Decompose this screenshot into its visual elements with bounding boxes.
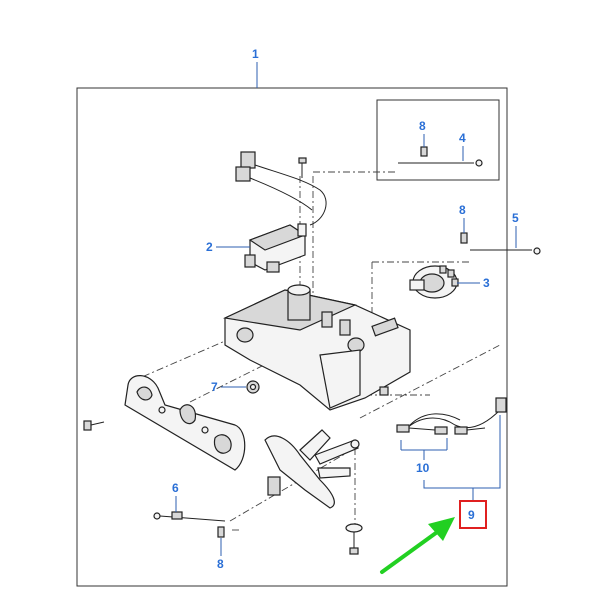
screw-left [83,420,105,431]
callout-3[interactable]: 3 [483,276,490,290]
highlight-box-9 [459,500,487,529]
bolt-7-illustration [246,380,260,394]
assembly-frame [76,87,508,587]
screw-bottom [345,523,363,555]
cable-4-illustration [398,146,483,167]
callout-1[interactable]: 1 [252,47,259,61]
callout-8-top[interactable]: 8 [419,119,426,133]
callout-9[interactable]: 9 [468,508,475,522]
callout-6[interactable]: 6 [172,481,179,495]
callout-8-bottom[interactable]: 8 [217,557,224,571]
switch-2-illustration [235,151,327,273]
screw-top [298,157,307,178]
rotary-switch-3-illustration [409,265,459,299]
callout-10[interactable]: 10 [416,461,430,475]
green-arrow-icon [380,517,455,574]
cable-5-illustration [460,232,541,255]
main-housing-illustration [222,284,411,411]
inset-box [376,99,500,181]
callout-5[interactable]: 5 [512,211,519,225]
left-bracket-illustration [124,375,246,471]
callout-8-right[interactable]: 8 [459,203,466,217]
harness-9-illustration [396,397,507,435]
callout-2[interactable]: 2 [206,240,213,254]
cable-6-illustration [153,511,226,538]
callout-4[interactable]: 4 [459,131,466,145]
callout-7[interactable]: 7 [211,380,218,394]
selector-arm-illustration [264,429,360,509]
